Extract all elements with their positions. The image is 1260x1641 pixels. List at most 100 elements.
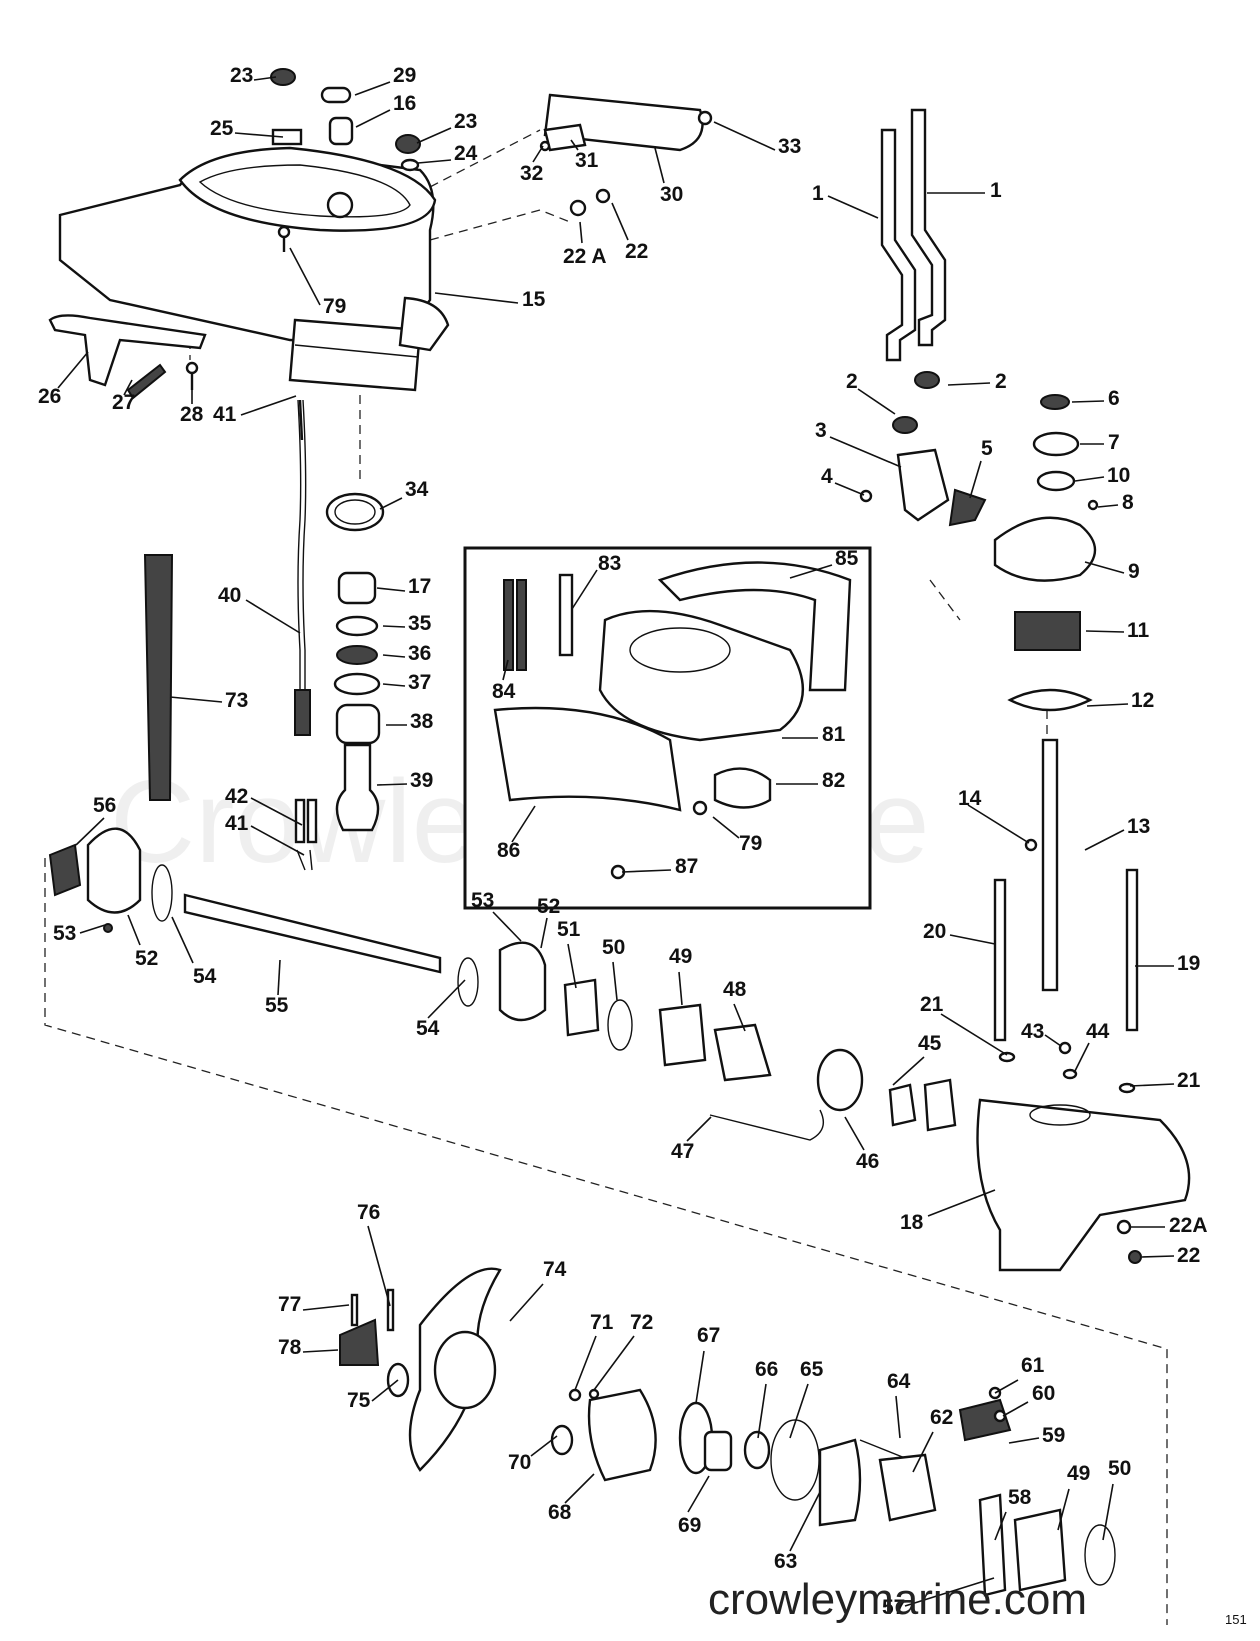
callout-c-77: 77 — [278, 1293, 301, 1316]
bearing-housing-68-icon — [587, 1388, 657, 1482]
clip-50b-icon — [1084, 1524, 1116, 1586]
callout-c-21a: 21 — [920, 993, 944, 1016]
gear-56-icon — [48, 843, 82, 897]
leader-line-c-23b — [416, 127, 452, 144]
leader-line-c-4 — [834, 482, 865, 496]
shift-rod-assembly — [294, 399, 318, 871]
washer-72-icon — [588, 1388, 600, 1400]
leader-line-c-41a — [240, 395, 297, 416]
driveshaft-13-icon — [1041, 738, 1059, 992]
callout-c-53a: 53 — [53, 922, 76, 945]
ring-54b-icon — [457, 957, 479, 1007]
callout-c-9: 9 — [1128, 560, 1140, 583]
callout-c-86: 86 — [497, 839, 520, 862]
leader-line-c-17 — [376, 587, 406, 592]
leader-line-c-24 — [417, 159, 452, 164]
leader-line-c-52b — [540, 917, 548, 949]
callout-c-50a: 50 — [602, 936, 625, 959]
leader-line-c-37 — [382, 683, 406, 687]
callout-c-19: 19 — [1177, 952, 1200, 975]
callout-c-30: 30 — [660, 183, 683, 206]
leader-line-c-65 — [789, 1383, 809, 1439]
callout-c-75: 75 — [347, 1389, 371, 1412]
callout-c-7: 7 — [1108, 431, 1120, 454]
callout-c-22a1: 22 A — [563, 245, 607, 268]
leader-line-c-66 — [757, 1383, 767, 1439]
callout-c-74: 74 — [543, 1258, 567, 1281]
leader-line-c-76 — [367, 1225, 391, 1307]
callout-c-22a: 22 — [625, 240, 648, 263]
callout-c-13: 13 — [1127, 815, 1150, 838]
washer-icon — [569, 199, 587, 217]
leader-line-c-45 — [892, 1056, 925, 1086]
callout-c-32: 32 — [520, 162, 543, 185]
leader-line-c-79a — [289, 247, 321, 306]
left-bracket-parts — [48, 314, 207, 400]
leader-line-c-22a — [611, 202, 629, 241]
callout-c-8: 8 — [1122, 491, 1134, 514]
leader-line-c-53b — [492, 911, 522, 942]
callout-c-50b: 50 — [1108, 1457, 1131, 1480]
callout-c-11: 11 — [1127, 619, 1150, 642]
leader-line-c-18 — [927, 1189, 996, 1217]
callout-c-64: 64 — [887, 1370, 911, 1393]
leader-line-c-62 — [912, 1431, 934, 1473]
callout-c-42: 42 — [225, 785, 248, 808]
callout-c-36: 36 — [408, 642, 431, 665]
callout-c-84: 84 — [492, 680, 516, 703]
nut-icon — [395, 134, 421, 154]
leader-line-c-72 — [593, 1335, 635, 1391]
leader-line-c-54a — [171, 916, 194, 964]
leader-line-c-56 — [75, 817, 105, 846]
site-url[interactable]: crowleymarine.com — [708, 1575, 1087, 1624]
ring-65-icon — [770, 1419, 820, 1501]
screw-79-icon — [692, 800, 708, 816]
callout-c-22a2: 22A — [1169, 1214, 1208, 1237]
callout-c-41b: 41 — [225, 812, 249, 835]
leader-line-c-22b — [1141, 1255, 1175, 1258]
callout-c-20: 20 — [923, 920, 946, 943]
plate-86-icon — [493, 706, 682, 812]
screw-icon — [539, 140, 551, 152]
callout-c-68: 68 — [548, 1501, 572, 1524]
bracket-59-icon — [958, 1398, 1012, 1442]
callout-c-49b: 49 — [1067, 1462, 1090, 1485]
callout-c-78: 78 — [278, 1336, 302, 1359]
leader-line-c-52a — [127, 914, 141, 946]
gearcase-housing-15 — [58, 146, 450, 392]
leader-line-c-60 — [1002, 1401, 1029, 1417]
callout-c-63: 63 — [774, 1550, 797, 1573]
bearing-69-icon — [703, 1430, 733, 1472]
leader-line-c-13 — [1084, 829, 1125, 851]
callout-c-87: 87 — [675, 855, 698, 878]
stud-84-icon — [503, 579, 514, 671]
stud-84-icon — [516, 579, 527, 671]
callout-c-31: 31 — [575, 149, 599, 172]
callout-c-51: 51 — [557, 918, 581, 941]
callout-c-24: 24 — [454, 142, 478, 165]
leader-line-c-2b — [947, 382, 991, 386]
pin-76-icon — [386, 1288, 395, 1332]
callout-c-70: 70 — [508, 1451, 531, 1474]
callout-c-15: 15 — [522, 288, 546, 311]
grommet-icon — [914, 371, 940, 389]
callout-c-5: 5 — [981, 437, 993, 460]
callout-c-49a: 49 — [669, 945, 692, 968]
leader-line-c-69 — [687, 1475, 710, 1513]
leader-line-c-27 — [123, 379, 133, 396]
leader-line-c-61 — [994, 1379, 1019, 1394]
bushing-51-icon — [563, 978, 600, 1037]
pin-icon — [294, 798, 306, 844]
leader-line-c-25 — [234, 132, 284, 138]
callout-c-25: 25 — [210, 117, 234, 140]
screw-4-icon — [859, 489, 873, 503]
washer-icon — [1116, 1219, 1132, 1235]
spring-49-icon — [658, 1003, 707, 1067]
plate-icon — [271, 128, 303, 146]
callout-c-47: 47 — [671, 1140, 694, 1163]
leader-line-c-64 — [895, 1395, 901, 1439]
gear-52-icon — [86, 827, 142, 914]
callout-c-79a: 79 — [323, 295, 346, 318]
